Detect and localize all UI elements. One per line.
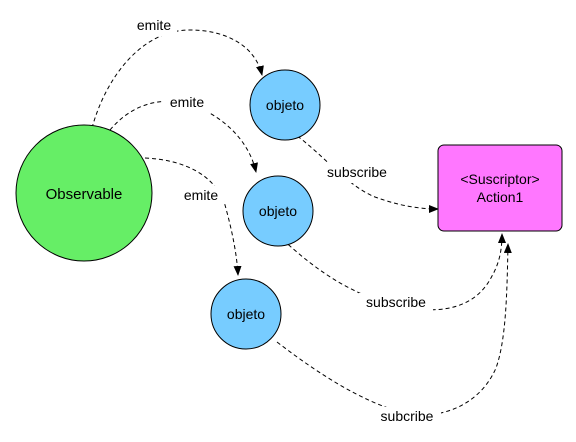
edge-subcribe-3: [276, 243, 512, 416]
edge-emite-1: [91, 29, 264, 129]
edge-label-bg: [373, 407, 441, 427]
objeto-node-2: objeto: [242, 175, 314, 247]
observable-shape: [15, 124, 153, 262]
objeto-3-shape: [210, 278, 282, 350]
edge-label-emite-1: emite: [137, 17, 171, 33]
edge-label-bg: [178, 186, 224, 206]
edge-subscribe-1: [285, 127, 439, 213]
edge-label-bg: [359, 293, 433, 313]
objeto-2-shape: [242, 175, 314, 247]
objeto-node-1: objeto: [249, 69, 321, 141]
edge-label-bg: [164, 93, 210, 113]
observable-label: Observable: [46, 186, 123, 203]
edge-label-emite-3: emite: [184, 187, 218, 203]
objeto-2-label: objeto: [259, 203, 297, 219]
edge-subscribe-2: [277, 233, 506, 311]
edge-label-bg: [320, 163, 394, 183]
objeto-node-3: objeto: [210, 278, 282, 350]
objeto-3-label: objeto: [227, 306, 265, 322]
edge-label-subcribe-3: subcribe: [381, 408, 434, 424]
suscriptor-node: <Suscriptor> Action1: [437, 144, 563, 232]
edge-label-bg: [131, 16, 177, 36]
edge-label-subscribe-1: subscribe: [327, 164, 387, 180]
suscriptor-label-line1: <Suscriptor>: [460, 171, 539, 187]
suscriptor-label-line2: Action1: [477, 189, 524, 205]
suscriptor-shape: [437, 144, 563, 232]
objeto-1-shape: [249, 69, 321, 141]
observable-node: Observable: [15, 124, 153, 262]
edge-label-emite-2: emite: [170, 94, 204, 110]
edge-label-subscribe-2: subscribe: [366, 294, 426, 310]
edge-emite-3: [144, 157, 242, 276]
objeto-1-label: objeto: [266, 97, 304, 113]
